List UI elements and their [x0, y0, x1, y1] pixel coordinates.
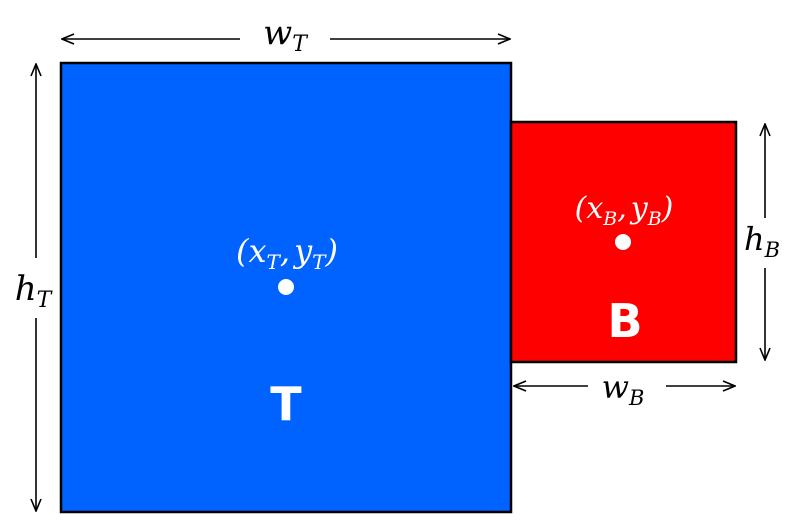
center-point-b [615, 234, 631, 250]
dim-label-w-t: wT [263, 13, 309, 57]
dim-label-w-b: wB [602, 368, 645, 410]
center-point-t [278, 279, 294, 295]
dim-label-h-b: hB [744, 220, 780, 262]
center-label-b: (xB,yB) [575, 191, 674, 230]
box-label-b: B [607, 294, 642, 348]
box-label-t: T [270, 377, 302, 431]
center-label-t: (xT,yT) [236, 232, 338, 274]
dim-label-h-t: hT [15, 269, 54, 313]
